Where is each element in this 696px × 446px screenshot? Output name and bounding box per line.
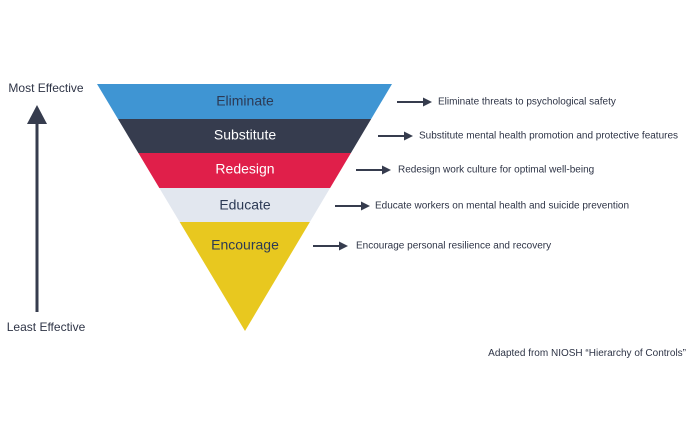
level-description-substitute: Substitute mental health promotion and p… <box>419 131 678 142</box>
arrow-right-icon <box>423 97 432 107</box>
level-description-redesign: Redesign work culture for optimal well-b… <box>398 165 594 176</box>
level-band-educate <box>159 188 331 222</box>
arrow-right-icon <box>339 241 348 251</box>
level-label-encourage: Encourage <box>211 237 279 253</box>
source-credit: Adapted from NIOSH “Hierarchy of Control… <box>488 348 686 359</box>
level-description-encourage: Encourage personal resilience and recove… <box>356 241 551 252</box>
arrow-right-icon <box>361 201 370 211</box>
level-label-substitute: Substitute <box>214 127 276 143</box>
level-description-educate: Educate workers on mental health and sui… <box>375 201 629 212</box>
effectiveness-arrow <box>27 105 47 312</box>
level-label-educate: Educate <box>219 197 271 213</box>
level-description-eliminate: Eliminate threats to psychological safet… <box>438 97 616 108</box>
level-band-encourage <box>179 222 310 331</box>
level-label-redesign: Redesign <box>215 161 274 177</box>
level-band-redesign <box>138 153 351 188</box>
level-band-eliminate <box>97 84 392 119</box>
arrow-right-icon <box>404 131 413 141</box>
arrow-right-icon <box>382 165 391 175</box>
most-effective-label: Most Effective <box>8 81 84 95</box>
level-label-eliminate: Eliminate <box>216 93 274 109</box>
level-band-substitute <box>117 119 372 153</box>
least-effective-label: Least Effective <box>6 320 86 334</box>
